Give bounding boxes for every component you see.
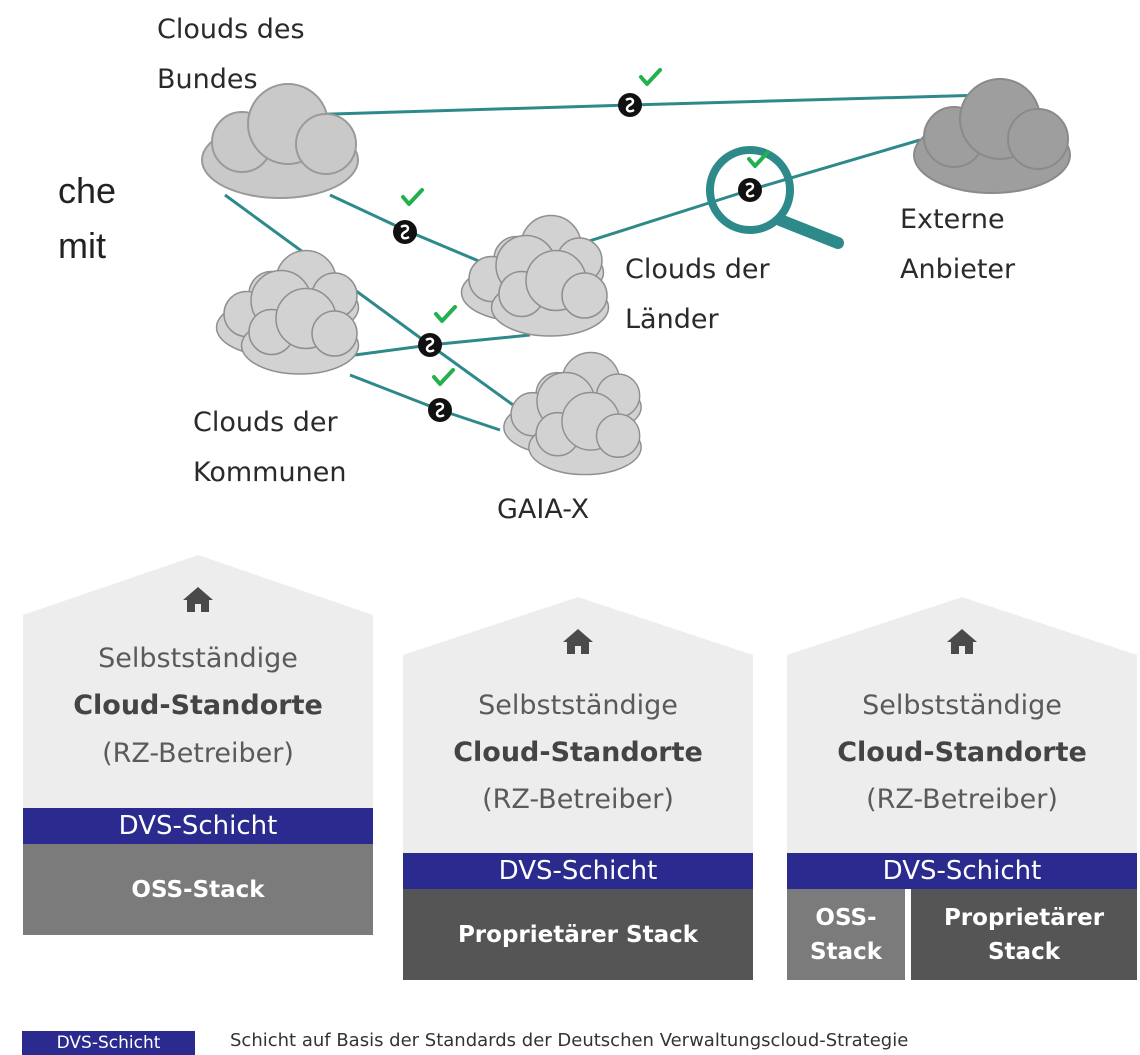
dvs-layer: DVS-Schicht xyxy=(23,808,373,844)
house-title-line1: Selbstständige xyxy=(98,643,298,674)
house-mixed: Selbstständige Cloud-Standorte (RZ-Betre… xyxy=(787,597,1137,980)
dvs-layer: DVS-Schicht xyxy=(787,853,1137,889)
cropped-text-line-2: mit xyxy=(58,225,106,266)
checkmark-icon xyxy=(432,368,455,386)
checkmark-icon xyxy=(434,305,457,323)
house-title-line1: Selbstständige xyxy=(862,690,1062,721)
legend-description: Schicht auf Basis der Standards der Deut… xyxy=(230,1030,909,1051)
house-title-line2: Cloud-Standorte xyxy=(73,690,323,721)
house-title-line2: Cloud-Standorte xyxy=(837,737,1087,768)
magnifier-icon xyxy=(706,146,844,249)
house-title-line3: (RZ-Betreiber) xyxy=(102,738,294,769)
home-icon xyxy=(183,587,213,612)
house-title-line1: Selbstständige xyxy=(478,690,678,721)
oss-stack: OSS-Stack xyxy=(787,889,905,980)
cloud-cluster-laender xyxy=(460,214,610,337)
house-roof xyxy=(787,597,1137,655)
house-title-line3: (RZ-Betreiber) xyxy=(482,784,674,815)
house-oss: Selbstständige Cloud-Standorte (RZ-Betre… xyxy=(23,555,373,935)
connector-node-icon xyxy=(426,396,454,424)
legend-dvs-swatch: DVS-Schicht xyxy=(22,1031,195,1055)
house-title-line3: (RZ-Betreiber) xyxy=(866,784,1058,815)
checkmark-icon xyxy=(639,68,662,86)
connector-node-icon xyxy=(391,218,419,246)
cloud-cluster-gaia xyxy=(503,351,642,476)
connector-node-icon xyxy=(616,91,644,119)
cloud-network-diagram xyxy=(201,68,1071,476)
connector-node-icon xyxy=(736,176,764,204)
connector-node-icon xyxy=(416,331,444,359)
home-icon xyxy=(947,629,977,654)
house-roof xyxy=(403,597,753,655)
oss-stack: OSS-Stack xyxy=(23,844,373,935)
label-gaia-x: GAIA-X xyxy=(497,494,590,525)
cropped-text-line-1: che xyxy=(58,170,117,211)
proprietary-stack: Proprietärer Stack xyxy=(403,889,753,980)
dvs-layer: DVS-Schicht xyxy=(403,853,753,889)
house-roof xyxy=(23,555,373,615)
cloud-cluster-kommunen xyxy=(215,249,360,375)
home-icon xyxy=(563,629,593,654)
house-title-line2: Cloud-Standorte xyxy=(453,737,703,768)
checkmark-icon xyxy=(401,188,424,206)
house-proprietary: Selbstständige Cloud-Standorte (RZ-Betre… xyxy=(403,597,753,980)
